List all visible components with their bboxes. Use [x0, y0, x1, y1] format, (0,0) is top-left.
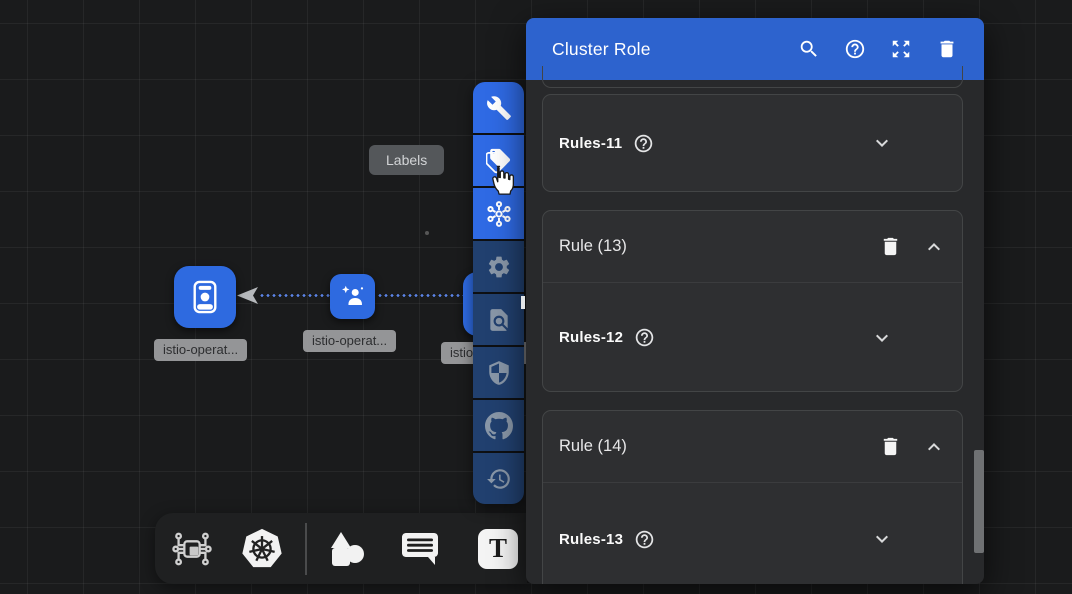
- shapes-button[interactable]: [324, 527, 368, 571]
- settings-button[interactable]: [473, 241, 524, 292]
- node-cluster-role[interactable]: [174, 266, 236, 328]
- hub-icon: [486, 200, 511, 227]
- chevron-up-icon[interactable]: [922, 235, 946, 259]
- rules-12-label: Rules-12: [559, 329, 624, 346]
- rule-14-card: Rule (14) Rules-13: [542, 410, 963, 584]
- history-icon: [486, 468, 510, 489]
- delete-rule-button[interactable]: [879, 435, 902, 458]
- document-search-icon: [489, 308, 508, 331]
- text-tool-glyph: T: [488, 533, 507, 563]
- comment-button[interactable]: [398, 527, 442, 571]
- node-label: istio-operat...: [303, 330, 397, 352]
- chevron-down-icon[interactable]: [870, 131, 894, 155]
- gear-icon: [488, 256, 509, 277]
- trash-icon: [940, 40, 954, 58]
- labels-tooltip: Labels: [369, 145, 445, 175]
- trash-icon: [883, 437, 898, 456]
- wrench-tool-button[interactable]: [473, 82, 524, 133]
- person-sparkle-icon: [342, 285, 364, 305]
- components-button[interactable]: [169, 526, 215, 572]
- kubernetes-button[interactable]: [239, 526, 285, 572]
- rule-14-header[interactable]: Rule (14): [543, 411, 962, 483]
- github-button[interactable]: [473, 400, 524, 451]
- shield-icon: [488, 360, 509, 385]
- node-service-account[interactable]: [330, 274, 375, 319]
- delete-rule-button[interactable]: [879, 235, 902, 258]
- tag-icon: [485, 148, 510, 173]
- edge-dotted-right: [377, 294, 463, 297]
- toolbar-divider: [305, 522, 307, 575]
- chevron-up-icon[interactable]: [922, 435, 946, 459]
- canvas-dot: [425, 231, 429, 235]
- rules-11-row[interactable]: Rules-11: [543, 95, 962, 191]
- bottom-toolbar: T: [155, 513, 527, 584]
- rule-13-title: Rule (13): [559, 237, 627, 255]
- rule-14-title: Rule (14): [559, 437, 627, 455]
- history-button[interactable]: [473, 453, 524, 504]
- hidden-node-sliver: [521, 296, 525, 309]
- panel-body[interactable]: Rules-11 Rule (13): [526, 66, 984, 584]
- delete-panel-button[interactable]: [936, 38, 958, 60]
- hub-tool-button[interactable]: [473, 188, 524, 239]
- cluster-role-panel: Cluster Role Rules-11: [526, 18, 984, 584]
- expand-button[interactable]: [890, 38, 912, 60]
- help-circle-icon[interactable]: [634, 529, 655, 550]
- shapes-icon: [331, 531, 364, 566]
- rules-11-card: Rules-11: [542, 94, 963, 192]
- rule-13-header[interactable]: Rule (13): [543, 211, 962, 283]
- rules-12-row[interactable]: Rules-12: [543, 283, 962, 392]
- rules-13-row[interactable]: Rules-13: [543, 483, 962, 584]
- panel-scrollbar-thumb[interactable]: [974, 450, 984, 553]
- id-badge-icon: [193, 280, 217, 314]
- kubernetes-icon: [242, 528, 282, 567]
- edge-arrowhead-icon: [237, 287, 258, 304]
- security-button[interactable]: [473, 347, 524, 398]
- node-label: istio-operat...: [154, 339, 248, 361]
- chevron-down-icon[interactable]: [870, 326, 894, 350]
- panel-title: Cluster Role: [552, 38, 651, 59]
- panel-header: Cluster Role: [526, 18, 984, 80]
- edge-dotted-left: [259, 294, 330, 297]
- github-icon: [484, 411, 513, 439]
- expand-icon: [892, 40, 910, 58]
- search-button[interactable]: [798, 38, 820, 60]
- circuit-icon: [172, 532, 212, 565]
- find-in-page-button[interactable]: [473, 294, 524, 345]
- trash-icon: [883, 237, 898, 256]
- rules-13-label: Rules-13: [559, 530, 624, 548]
- side-toolbar: [473, 82, 524, 504]
- rule-13-card: Rule (13) Rules-12: [542, 210, 963, 392]
- mouse-pointer-cursor-icon: [492, 165, 515, 195]
- help-button[interactable]: [844, 38, 866, 60]
- help-circle-icon[interactable]: [633, 133, 654, 154]
- comment-icon: [402, 532, 438, 565]
- chevron-down-icon[interactable]: [870, 527, 894, 551]
- help-circle-icon[interactable]: [634, 327, 655, 348]
- scrolled-card-edge: [542, 66, 963, 88]
- help-icon: [845, 39, 865, 59]
- search-icon: [800, 40, 817, 57]
- rules-11-label: Rules-11: [559, 134, 623, 152]
- wrench-icon: [486, 95, 511, 120]
- text-tool-button[interactable]: T: [478, 528, 518, 569]
